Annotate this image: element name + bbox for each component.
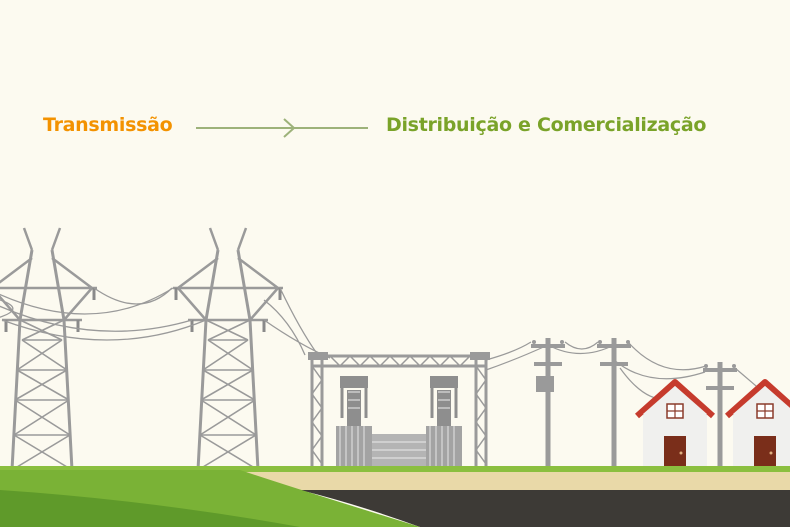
transformer-icon	[426, 376, 462, 466]
utility-pole-icon	[531, 338, 565, 468]
transmission-wires	[0, 287, 331, 359]
ground	[0, 466, 790, 527]
house-icon	[727, 382, 790, 468]
substation-icon	[308, 352, 490, 468]
pole-transformer-icon	[536, 376, 554, 392]
utility-pole-icon	[597, 338, 631, 468]
transmission-tower-icon	[171, 226, 285, 472]
flow-arrow-icon	[196, 118, 368, 138]
transmission-label: Transmissão	[43, 114, 173, 136]
transmission-tower-icon	[0, 226, 99, 472]
transformer-icon	[336, 376, 372, 466]
distribution-commercialization-label: Distribuição e Comercialização	[386, 114, 707, 136]
